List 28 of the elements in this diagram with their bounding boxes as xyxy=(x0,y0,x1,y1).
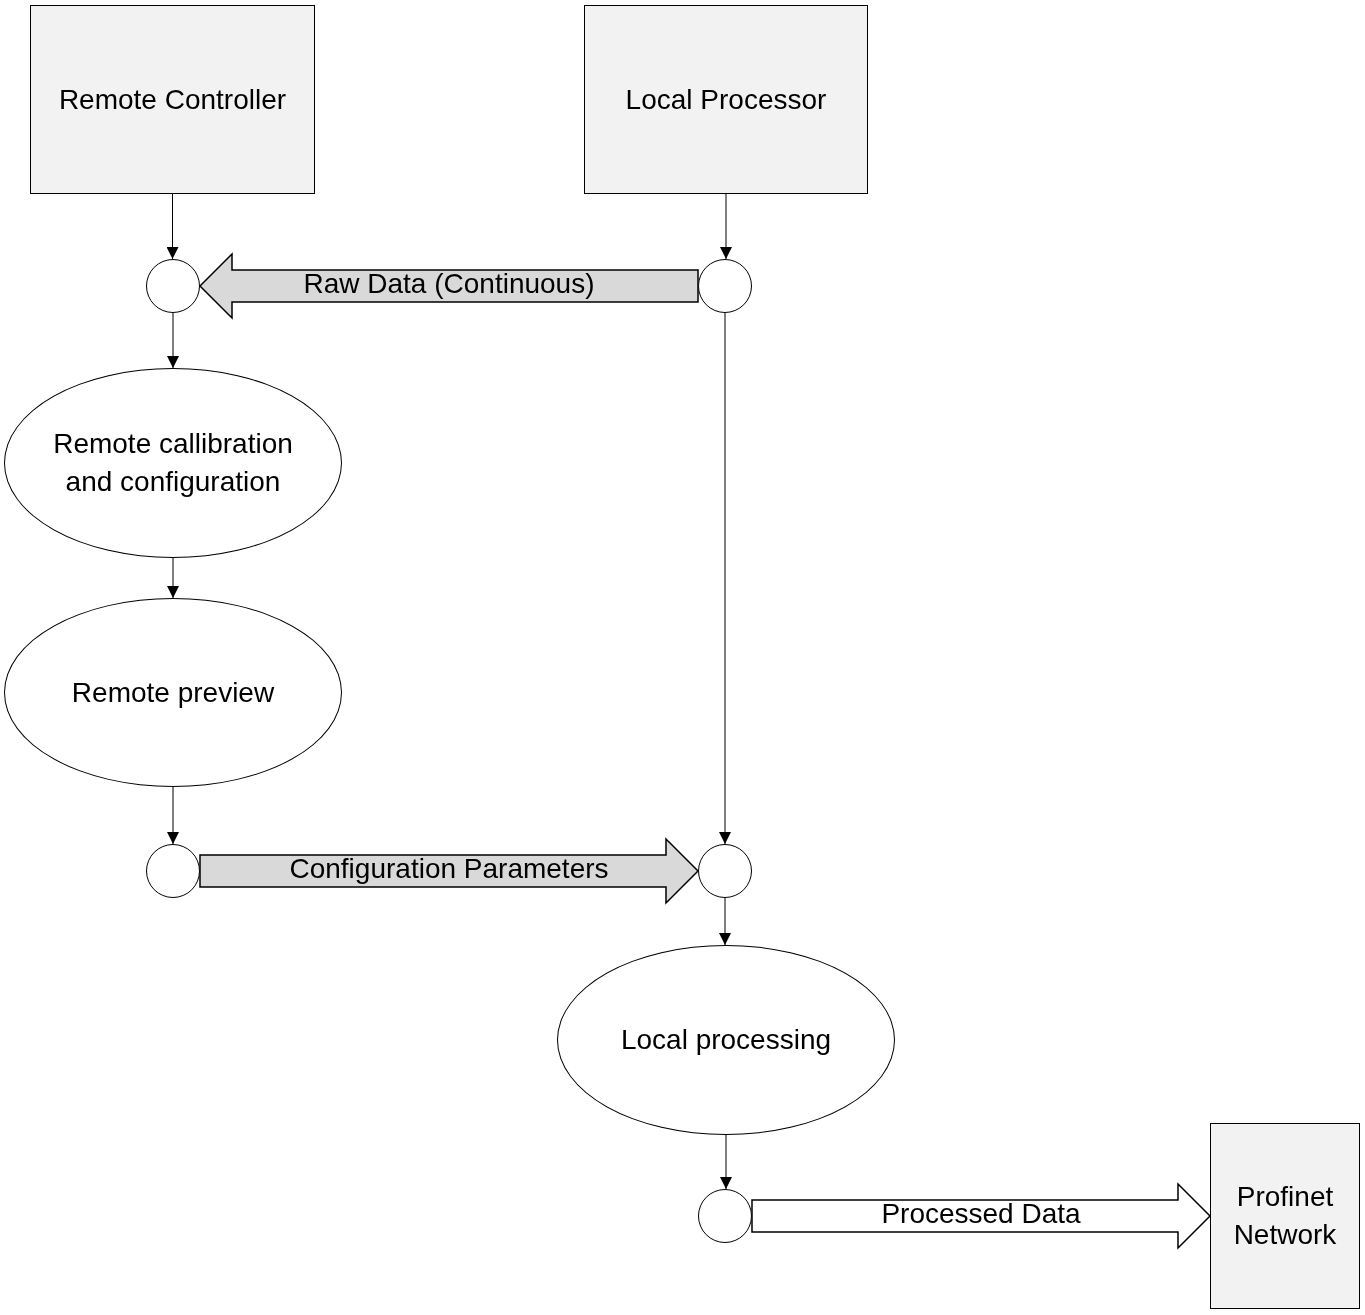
connector-circle xyxy=(146,259,200,313)
connector-circle xyxy=(698,844,752,898)
block-arrow xyxy=(751,1182,1212,1250)
connector-circle xyxy=(698,1189,752,1243)
arrow xyxy=(720,193,732,260)
arrow xyxy=(719,312,731,845)
node-label: Local Processor xyxy=(625,82,827,117)
block-arrow xyxy=(198,252,699,320)
node-label: Local processing xyxy=(620,1023,832,1057)
process-box xyxy=(30,5,315,194)
node-label: Remote preview xyxy=(71,675,275,710)
edge-label: Processed Data xyxy=(881,1198,1081,1230)
arrow xyxy=(166,193,179,260)
arrow xyxy=(719,897,731,946)
connector-circle xyxy=(698,259,752,313)
edge-label: Raw Data (Continuous) xyxy=(303,268,595,300)
edge-label: Configuration Parameters xyxy=(289,853,609,885)
arrow xyxy=(167,557,179,599)
arrow xyxy=(720,1134,732,1190)
connector-circle xyxy=(146,844,200,898)
node-label: Profinet Network xyxy=(1232,1180,1338,1252)
node-label: Remote callibration and configuration xyxy=(52,427,294,499)
arrow xyxy=(167,312,179,369)
block-arrow xyxy=(199,837,700,905)
node-label: Remote Controller xyxy=(58,82,287,117)
process-box xyxy=(584,5,868,194)
arrow xyxy=(167,786,179,845)
process-box xyxy=(1210,1123,1360,1309)
